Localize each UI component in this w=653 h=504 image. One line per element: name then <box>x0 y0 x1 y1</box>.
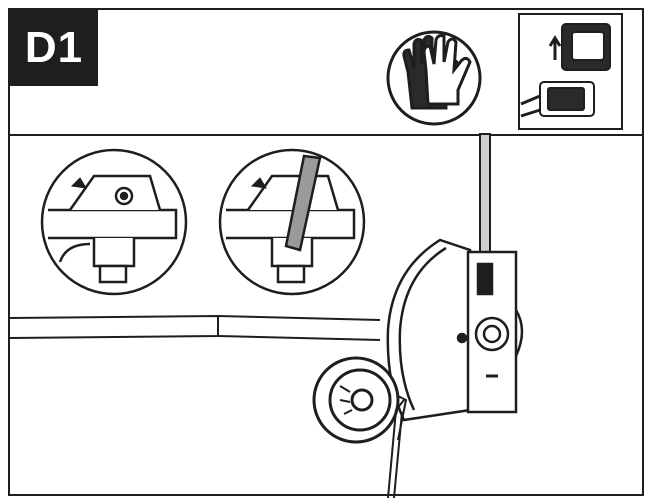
ground-line <box>9 314 381 341</box>
trimmer-head <box>386 238 524 422</box>
zoom-detail-left <box>40 148 188 296</box>
cutting-line <box>387 399 405 499</box>
zoom-detail-right <box>218 148 366 296</box>
remove-battery-icon <box>518 13 623 130</box>
protective-gloves-icon <box>386 30 482 126</box>
trimmer-shaft <box>479 133 491 255</box>
edge-wheel <box>312 356 408 444</box>
header-divider <box>10 134 642 136</box>
step-label: D1 <box>10 10 98 86</box>
